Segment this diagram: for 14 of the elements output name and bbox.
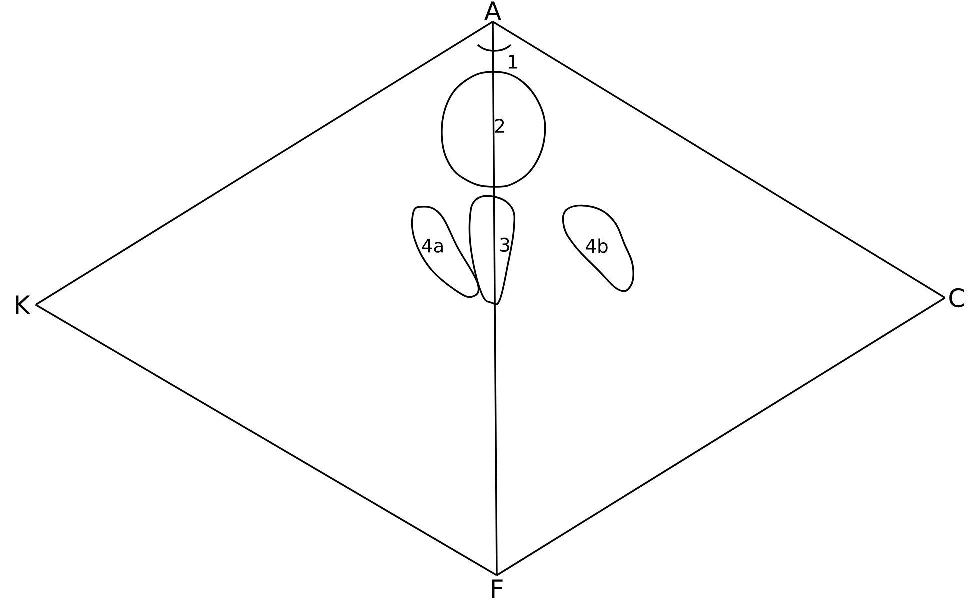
line xyxy=(35,304,498,576)
region-number: 4a xyxy=(422,239,443,253)
region-number: 2 xyxy=(495,119,504,133)
line xyxy=(492,21,946,299)
line xyxy=(35,21,494,306)
line xyxy=(496,297,946,576)
region-number: 4b xyxy=(586,238,608,254)
region-number: 1 xyxy=(509,55,518,69)
vertex-label: F xyxy=(492,580,503,598)
region-number: 3 xyxy=(500,238,510,252)
line xyxy=(492,22,498,576)
vertex-label: C xyxy=(950,288,964,308)
vertex-label: A xyxy=(484,2,502,20)
vertex-label: K xyxy=(16,296,31,314)
